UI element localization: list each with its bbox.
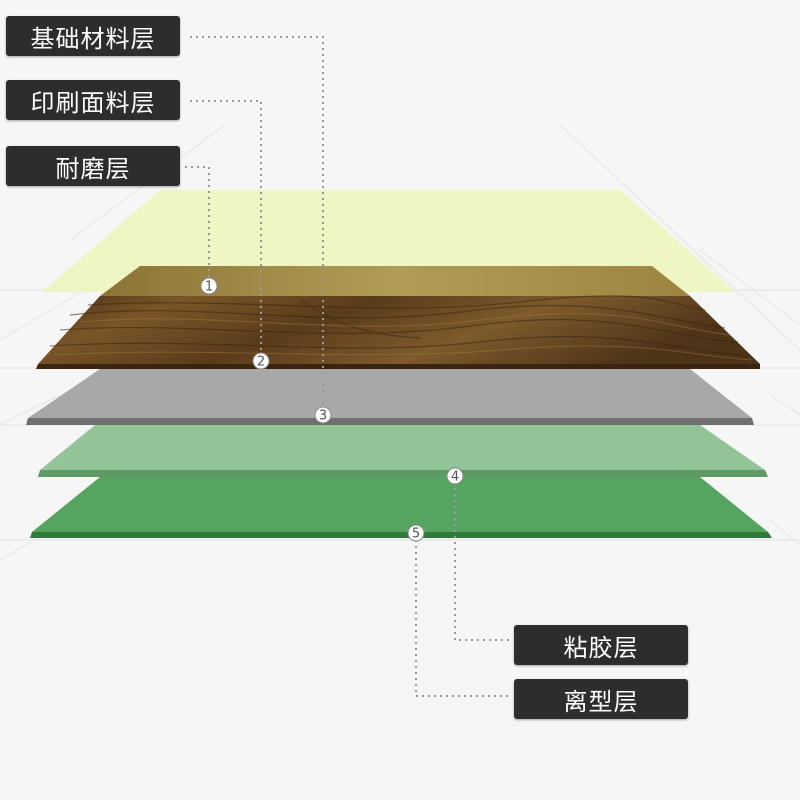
- leader-line-2: [190, 100, 262, 355]
- svg-text:4: 4: [451, 470, 459, 485]
- leader-lines: [185, 36, 512, 697]
- label-printed-decor-layer: 印刷面料层: [6, 80, 180, 120]
- label-base-material-layer: 基础材料层: [6, 16, 180, 56]
- label-adhesive-layer: 粘胶层: [514, 625, 688, 665]
- marker-4: 4: [446, 467, 464, 485]
- marker-2: 2: [252, 352, 270, 370]
- adhesive-layer-sheet: [38, 425, 768, 477]
- label-release-layer: 离型层: [514, 679, 688, 719]
- decor-layer-sheet: [36, 266, 760, 369]
- leader-line-3: [190, 36, 324, 409]
- base-layer-sheet: [26, 369, 754, 425]
- svg-text:1: 1: [205, 280, 213, 295]
- leader-line-4: [454, 482, 512, 641]
- marker-5: 5: [407, 524, 425, 542]
- svg-text:2: 2: [257, 355, 265, 370]
- marker-3: 3: [314, 406, 332, 424]
- svg-text:5: 5: [412, 527, 420, 542]
- leader-line-1: [185, 166, 210, 280]
- release-layer-sheet: [30, 477, 772, 538]
- svg-text:3: 3: [319, 409, 327, 424]
- marker-1: 1: [200, 277, 218, 295]
- label-wear-layer: 耐磨层: [6, 146, 180, 186]
- leader-line-5: [415, 540, 512, 697]
